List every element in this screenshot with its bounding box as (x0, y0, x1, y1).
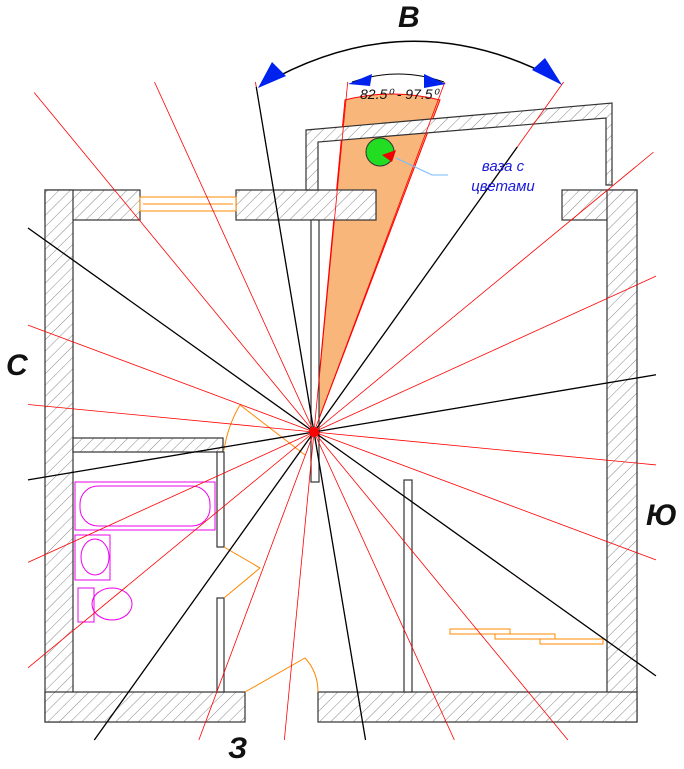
black-ray (27, 227, 315, 433)
sector-arrow-left-icon (348, 74, 372, 86)
direction-north: В (398, 1, 420, 34)
direction-west: С (6, 349, 28, 382)
toilet (77, 587, 95, 623)
bathtub (74, 481, 216, 531)
vase-label: ваза с цветами (471, 158, 535, 195)
doors (223, 404, 604, 693)
red-ray (313, 151, 654, 433)
partitions (216, 219, 413, 693)
direction-east: Ю (646, 499, 678, 532)
sink-bowl (80, 538, 110, 576)
black-ray (313, 146, 518, 433)
sink (74, 534, 111, 581)
toilet-bowl (91, 587, 133, 621)
plumbing (74, 481, 216, 623)
black-ray (93, 431, 315, 741)
black-ray (313, 431, 367, 741)
red-ray (27, 431, 315, 669)
bathtub-inner (79, 485, 211, 527)
black-ray (313, 431, 657, 677)
sector-arrow-right-icon (424, 74, 446, 88)
red-ray (283, 431, 315, 741)
walls (44, 102, 638, 723)
direction-rays (27, 81, 657, 741)
red-ray (313, 81, 446, 433)
center-point (309, 427, 319, 437)
black-ray (27, 431, 315, 481)
red-ray (27, 324, 315, 433)
sector-angle-label: 82.5⁰ - 97.5⁰ (360, 86, 439, 102)
red-ray (27, 404, 315, 433)
vase-pointer-icon (382, 150, 396, 162)
vase-icon (365, 137, 395, 167)
direction-arc (261, 40, 559, 86)
red-ray (313, 431, 657, 466)
arrow-left-icon (258, 62, 286, 88)
black-ray (255, 86, 315, 433)
red-ray (313, 81, 349, 433)
red-ray (313, 431, 455, 741)
direction-south: З (228, 732, 248, 765)
red-ray (313, 275, 657, 433)
vase-leader-line (395, 157, 448, 176)
red-ray (198, 431, 315, 741)
red-ray (33, 92, 315, 433)
red-ray (27, 431, 315, 563)
red-ray (313, 431, 569, 741)
red-ray (154, 81, 315, 433)
red-ray (313, 431, 657, 561)
black-ray (313, 374, 657, 433)
arrow-right-icon (532, 58, 562, 85)
